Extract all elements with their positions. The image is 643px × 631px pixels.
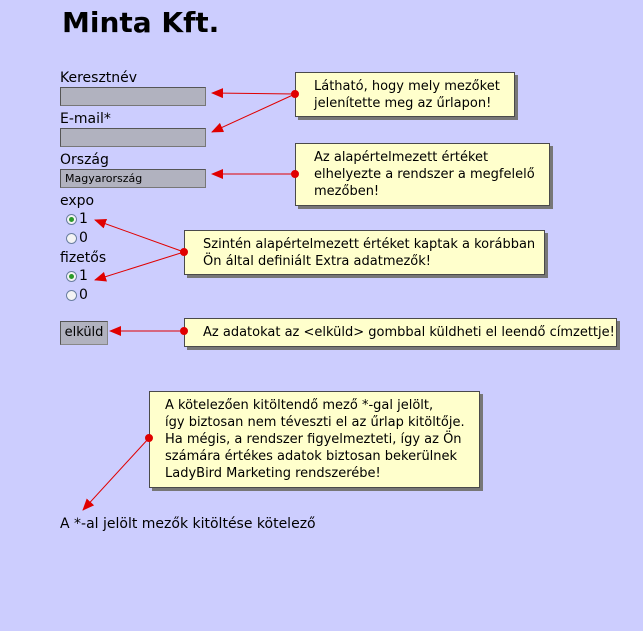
required-note: A *-al jelölt mezők kitöltése kötelező xyxy=(60,516,316,532)
arrow-to-required-note xyxy=(82,437,150,511)
arrow-origin-dot xyxy=(145,434,153,442)
country-input[interactable]: Magyarország xyxy=(60,169,206,188)
page-title: Minta Kft. xyxy=(62,6,220,39)
email-input[interactable] xyxy=(60,128,206,147)
callout-required: A kötelezően kitöltendő mező *-gal jelöl… xyxy=(149,391,480,488)
country-label: Ország xyxy=(60,152,109,168)
callout-submit: Az adatokat az <elküld> gombbal küldheti… xyxy=(184,318,617,347)
paid-option-0[interactable]: 0 xyxy=(66,287,88,303)
lastname-input[interactable] xyxy=(60,87,206,106)
callout-defaults-text: Az alapértelmezett értéket elhelyezte a … xyxy=(314,150,535,199)
email-label: E-mail* xyxy=(60,111,111,127)
arrow-to-email xyxy=(211,93,296,133)
arrow-origin-dot xyxy=(180,327,188,335)
callout-extra-text: Szintén alapértelmezett értéket kaptak a… xyxy=(203,237,536,269)
paid-option-1[interactable]: 1 xyxy=(66,268,88,284)
arrow-to-expo xyxy=(94,219,185,253)
radio-selected-icon[interactable] xyxy=(66,270,77,282)
paid-option-1-label: 1 xyxy=(79,268,88,284)
callout-fields-text: Látható, hogy mely mezőket jelenítette m… xyxy=(314,79,500,111)
arrow-origin-dot xyxy=(180,248,188,256)
callout-required-text: A kötelezően kitöltendő mező *-gal jelöl… xyxy=(165,398,465,481)
expo-option-0[interactable]: 0 xyxy=(66,230,88,246)
radio-unselected-icon[interactable] xyxy=(66,232,77,244)
expo-option-1[interactable]: 1 xyxy=(66,211,88,227)
arrow-to-paid xyxy=(94,251,185,282)
expo-option-0-label: 0 xyxy=(79,230,88,246)
radio-unselected-icon[interactable] xyxy=(66,289,77,301)
paid-option-0-label: 0 xyxy=(79,287,88,303)
arrow-origin-dot xyxy=(291,170,299,178)
callout-submit-text: Az adatokat az <elküld> gombbal küldheti… xyxy=(203,325,615,340)
callout-extra: Szintén alapértelmezett értéket kaptak a… xyxy=(184,230,545,275)
paid-label: fizetős xyxy=(60,250,107,266)
arrow-origin-dot xyxy=(291,90,299,98)
callout-fields: Látható, hogy mely mezőket jelenítette m… xyxy=(295,72,515,117)
submit-button[interactable]: elküld xyxy=(60,321,108,345)
lastname-label: Keresztnév xyxy=(60,70,138,86)
expo-option-1-label: 1 xyxy=(79,211,88,227)
radio-selected-icon[interactable] xyxy=(66,213,77,225)
arrow-to-lastname xyxy=(211,88,296,99)
expo-label: expo xyxy=(60,193,95,209)
